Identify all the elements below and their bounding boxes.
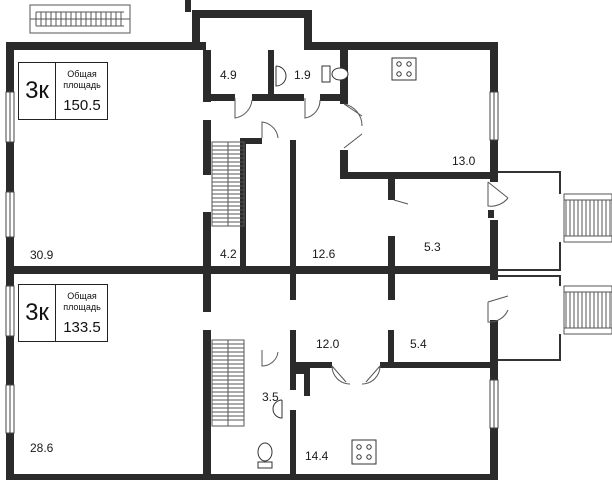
room-area-label: 5.4: [410, 337, 427, 351]
room-area-label: 13.0: [452, 154, 476, 168]
room-area-label: 28.6: [30, 441, 54, 455]
room-area-label: 3.5: [262, 390, 279, 404]
stove-icon: [351, 57, 417, 465]
caption-line: площадь: [63, 80, 101, 90]
apartment-info-lower: 3к Общая площадь 133.5: [18, 284, 108, 342]
toilet-icon: [257, 65, 349, 469]
caption-line: площадь: [63, 302, 101, 312]
staircase-icon: [563, 193, 612, 335]
room-area-label: 30.9: [30, 248, 54, 262]
room-count: 3к: [19, 285, 56, 341]
room-area-label: 14.4: [305, 449, 329, 463]
staircase-icon: [211, 141, 245, 427]
walls: [6, 10, 498, 480]
room-area-label: 12.6: [312, 247, 336, 261]
room-area-label: 4.9: [220, 68, 237, 82]
room-area-label: 4.2: [220, 247, 237, 261]
room-area-label: 1.9: [294, 68, 311, 82]
room-count: 3к: [19, 63, 56, 119]
apartment-info-upper: 3к Общая площадь 150.5: [18, 62, 108, 120]
total-area: 133.5: [63, 319, 101, 336]
staircase-icon: [29, 4, 131, 34]
sink-icon: [272, 65, 287, 419]
caption-line: Общая: [67, 291, 97, 301]
window-icon: [5, 91, 499, 434]
caption-line: Общая: [67, 69, 97, 79]
entrance-corridor: [498, 171, 561, 361]
area-caption: Общая площадь: [57, 69, 107, 91]
area-caption: Общая площадь: [57, 291, 107, 313]
door-swing-icon: [234, 98, 509, 385]
room-area-label: 12.0: [316, 337, 340, 351]
room-area-label: 5.3: [424, 240, 441, 254]
total-area: 150.5: [63, 97, 101, 114]
